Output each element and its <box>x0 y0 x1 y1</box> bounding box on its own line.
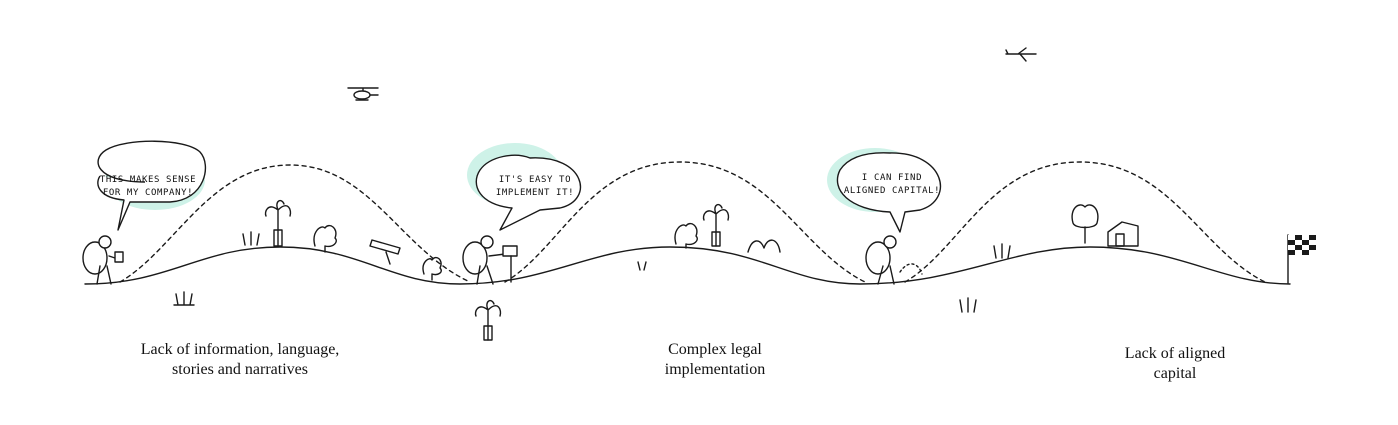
signpost-icon <box>369 239 401 265</box>
bush-icon-2 <box>674 222 698 249</box>
grass-tuft-icon-3 <box>637 261 647 271</box>
dashed-hill-3 <box>904 161 1266 283</box>
grass-tuft-icon-5 <box>993 243 1011 259</box>
bubble-3-line-2: ALIGNED CAPITAL! <box>844 186 940 196</box>
hiker-figure-2 <box>462 235 518 285</box>
speech-bubble-1: THIS MAKES SENSE FOR MY COMPANY! <box>97 140 207 231</box>
speech-bubble-3: I CAN FIND ALIGNED CAPITAL! <box>827 148 942 233</box>
bush-icon-1 <box>313 224 337 253</box>
finish-flag-icon <box>1287 234 1316 284</box>
palm-tree-icon-3 <box>474 299 502 341</box>
bush-icon-3 <box>422 256 442 281</box>
palm-tree-icon-2 <box>702 203 730 247</box>
dashed-hill-1 <box>119 164 471 283</box>
bubble-1-line-1: THIS MAKES SENSE <box>100 175 196 185</box>
speech-bubble-2: IT'S EASY TO IMPLEMENT IT! <box>467 143 582 231</box>
barrier-label-3: Lack of aligned capital <box>1124 345 1226 382</box>
hiker-figure-1 <box>82 235 124 285</box>
grass-tuft-icon-4 <box>959 297 977 313</box>
helicopter-icon <box>347 87 379 101</box>
tree-icon <box>1071 204 1099 244</box>
bubble-2-line-1: IT'S EASY TO <box>499 175 571 185</box>
bubble-1-line-2: FOR MY COMPANY! <box>103 188 193 198</box>
shrub-icon <box>747 239 781 253</box>
barrier-label-2: Complex legal implementation <box>664 341 766 378</box>
bubble-2-line-2: IMPLEMENT IT! <box>496 188 574 198</box>
hiker-figure-3 <box>865 235 923 285</box>
ground-wave <box>84 246 1291 285</box>
house-icon <box>1107 221 1139 247</box>
bubble-3-line-1: I CAN FIND <box>862 173 922 183</box>
dashed-hill-2 <box>504 161 866 283</box>
palm-tree-icon-1 <box>264 199 292 247</box>
airplane-icon <box>1005 47 1037 62</box>
grass-tuft-icon-1 <box>173 291 195 306</box>
grass-tuft-icon-2 <box>242 231 260 246</box>
barrier-label-1: Lack of information, language, stories a… <box>140 341 340 378</box>
